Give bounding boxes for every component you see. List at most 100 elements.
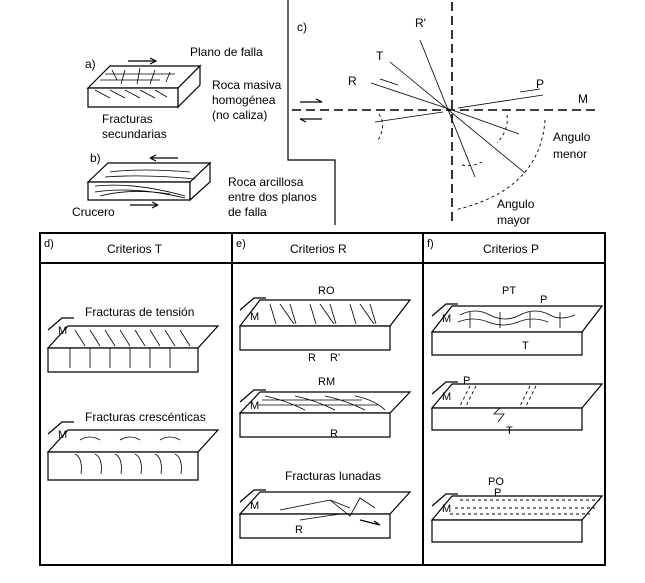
crucero-label: Crucero [72,205,115,219]
block-f3-front [431,519,583,543]
m-marker-icon [431,303,458,317]
R-line [370,82,520,135]
R-e2: R [330,428,338,440]
Rp-line [419,39,476,178]
riedel-fractures [269,303,377,325]
fracturas-crescenticas-label: Fracturas crescénticas [85,410,206,424]
panel-f-label: f) [427,238,434,250]
P-line [374,94,544,123]
panel-c: c) R T R' P M Angulo menor Angulo mayor [287,0,598,227]
fracturas-tension-label: Fracturas de tensión [85,305,194,319]
p-surfaces [457,310,576,328]
block-e3-top [238,491,412,515]
fracturas-label: Fracturas [102,112,153,126]
block-b-side [189,161,211,202]
criterios-r-title: Criterios R [290,242,347,256]
roca-masiva-label: Roca masiva [212,78,282,92]
m-marker-icon [431,381,458,395]
R-label: R [348,74,357,88]
M-d1: M [58,325,67,337]
block-e1-front [239,325,391,351]
riedel-fractures-rm [258,395,386,411]
angulo-menor-label-1: Angulo [553,130,591,144]
M-f1: M [442,313,451,325]
Rp-label: R' [415,16,426,30]
Rp-e1: R' [330,352,340,364]
panel-c-border [287,0,336,225]
shear-arrows-icon [130,154,178,209]
M-f2: M [442,391,451,403]
PT-label: PT [502,285,516,297]
angulo-menor-label-2: menor [553,147,587,161]
block-d2-top [46,429,220,453]
entre-dos-planos-label: entre dos planos [228,190,317,204]
T-f2: T [506,425,513,437]
T-line [389,61,526,174]
lunate-fractures [279,497,376,521]
angulo-mayor-label-1: Angulo [497,197,535,211]
m-marker-icon [431,493,458,507]
R-e3: R [295,524,303,536]
M-f3: M [442,503,451,515]
no-caliza-label: (no caliza) [212,108,267,122]
m-marker-icon [47,317,74,331]
PO-label: PO [488,476,504,488]
secundarias-label: secundarias [102,127,167,141]
block-e2-front [239,412,391,438]
criteria-table: d) Criterios T Fracturas de tensión M Fr… [39,232,606,566]
m-marker-icon [47,421,74,435]
panel-a: a) Plano de falla Roca masiva homogénea … [85,45,282,141]
block-f2-top [430,383,604,409]
angle-arcs [376,113,508,167]
panel-e-label: e) [236,238,246,250]
block-d1-front [47,347,199,373]
M-label: M [578,92,588,106]
homogenea-label: homogénea [212,93,276,107]
M-d2: M [58,429,67,441]
panel-b-label: b) [90,151,101,165]
M-e1: M [250,311,259,323]
panel-b: b) Roca arcillosa entre dos planos de fa… [72,151,317,219]
block-f2-front [431,407,583,431]
m-marker-icon [239,489,266,503]
P-f2: P [463,375,470,387]
t-fracture [493,407,505,423]
block-b-top [86,162,212,183]
P-f3: P [494,487,501,499]
block-d1-top [46,325,220,349]
m-marker-icon [239,389,266,403]
criterios-t-title: Criterios T [107,242,163,256]
panel-c-label: c) [297,20,307,34]
tension-fractures [69,329,191,368]
criterios-p-title: Criterios P [483,242,539,256]
shear-sense-arrows-icon [299,98,323,123]
de-falla-label: de falla [228,205,267,219]
T-label: T [376,49,384,63]
table-border [39,232,606,566]
block-a-side [177,64,201,109]
roca-arcillosa-label: Roca arcillosa [228,175,304,189]
M-e2: M [250,400,259,412]
shear-arrow-icon [128,57,158,65]
crescentic-fractures [74,436,182,475]
M-e3: M [250,500,259,512]
angulo-mayor-label-2: mayor [497,213,530,227]
block-e1-top [238,299,412,327]
fracturas-lunadas-label: Fracturas lunadas [285,469,381,483]
m-marker-icon [239,297,266,311]
p-striations-po [450,499,600,515]
P-label: P [536,77,544,91]
fracture-shear-arrows-icon [379,78,541,93]
R-e1: R [308,352,316,364]
block-f1-front [431,331,583,356]
RM-label: RM [318,376,335,388]
RO-label: RO [318,285,335,297]
panel-a-label: a) [85,57,96,71]
block-a-front [87,87,179,108]
panel-d-label: d) [44,238,54,250]
P-f1: P [540,294,547,306]
cleavage-lines [94,169,196,199]
T-f1: T [522,340,529,352]
shear-arrow-icon [359,519,381,526]
